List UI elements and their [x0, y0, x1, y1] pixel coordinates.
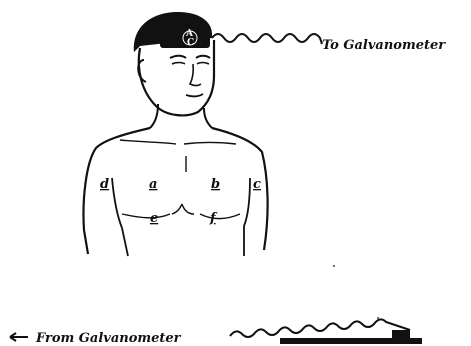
mouth: [186, 94, 203, 96]
print-speck: [333, 265, 335, 267]
eyebrows: [170, 56, 210, 58]
rib-notch: [172, 204, 194, 214]
right-arm-line: [244, 178, 250, 256]
pectoral-lines: [122, 214, 240, 219]
head-outline: [139, 40, 214, 115]
lower-wire: [230, 319, 410, 337]
foot-electrode-block: [392, 330, 410, 338]
electrode-label-c: c: [253, 177, 261, 192]
print-speck: [377, 317, 379, 319]
electrode-label-e: e: [150, 211, 158, 226]
torso-outline: [84, 128, 268, 254]
left-arm-line: [112, 178, 128, 256]
from-galvanometer-arrow: [10, 333, 28, 341]
to-galvanometer-label: To Galvanometer: [322, 38, 446, 53]
upper-wire: [212, 34, 322, 44]
electrode-label-a: a: [149, 177, 157, 192]
electrode-label-d: d: [100, 177, 109, 192]
electrode-label-b: b: [211, 177, 220, 192]
collarbones: [120, 140, 236, 144]
eyes: [172, 63, 209, 65]
from-galvanometer-label: From Galvanometer: [35, 331, 182, 346]
foot-electrode-plate: [280, 338, 422, 344]
headband-label-bottom: C: [187, 38, 194, 48]
nose: [190, 64, 201, 86]
